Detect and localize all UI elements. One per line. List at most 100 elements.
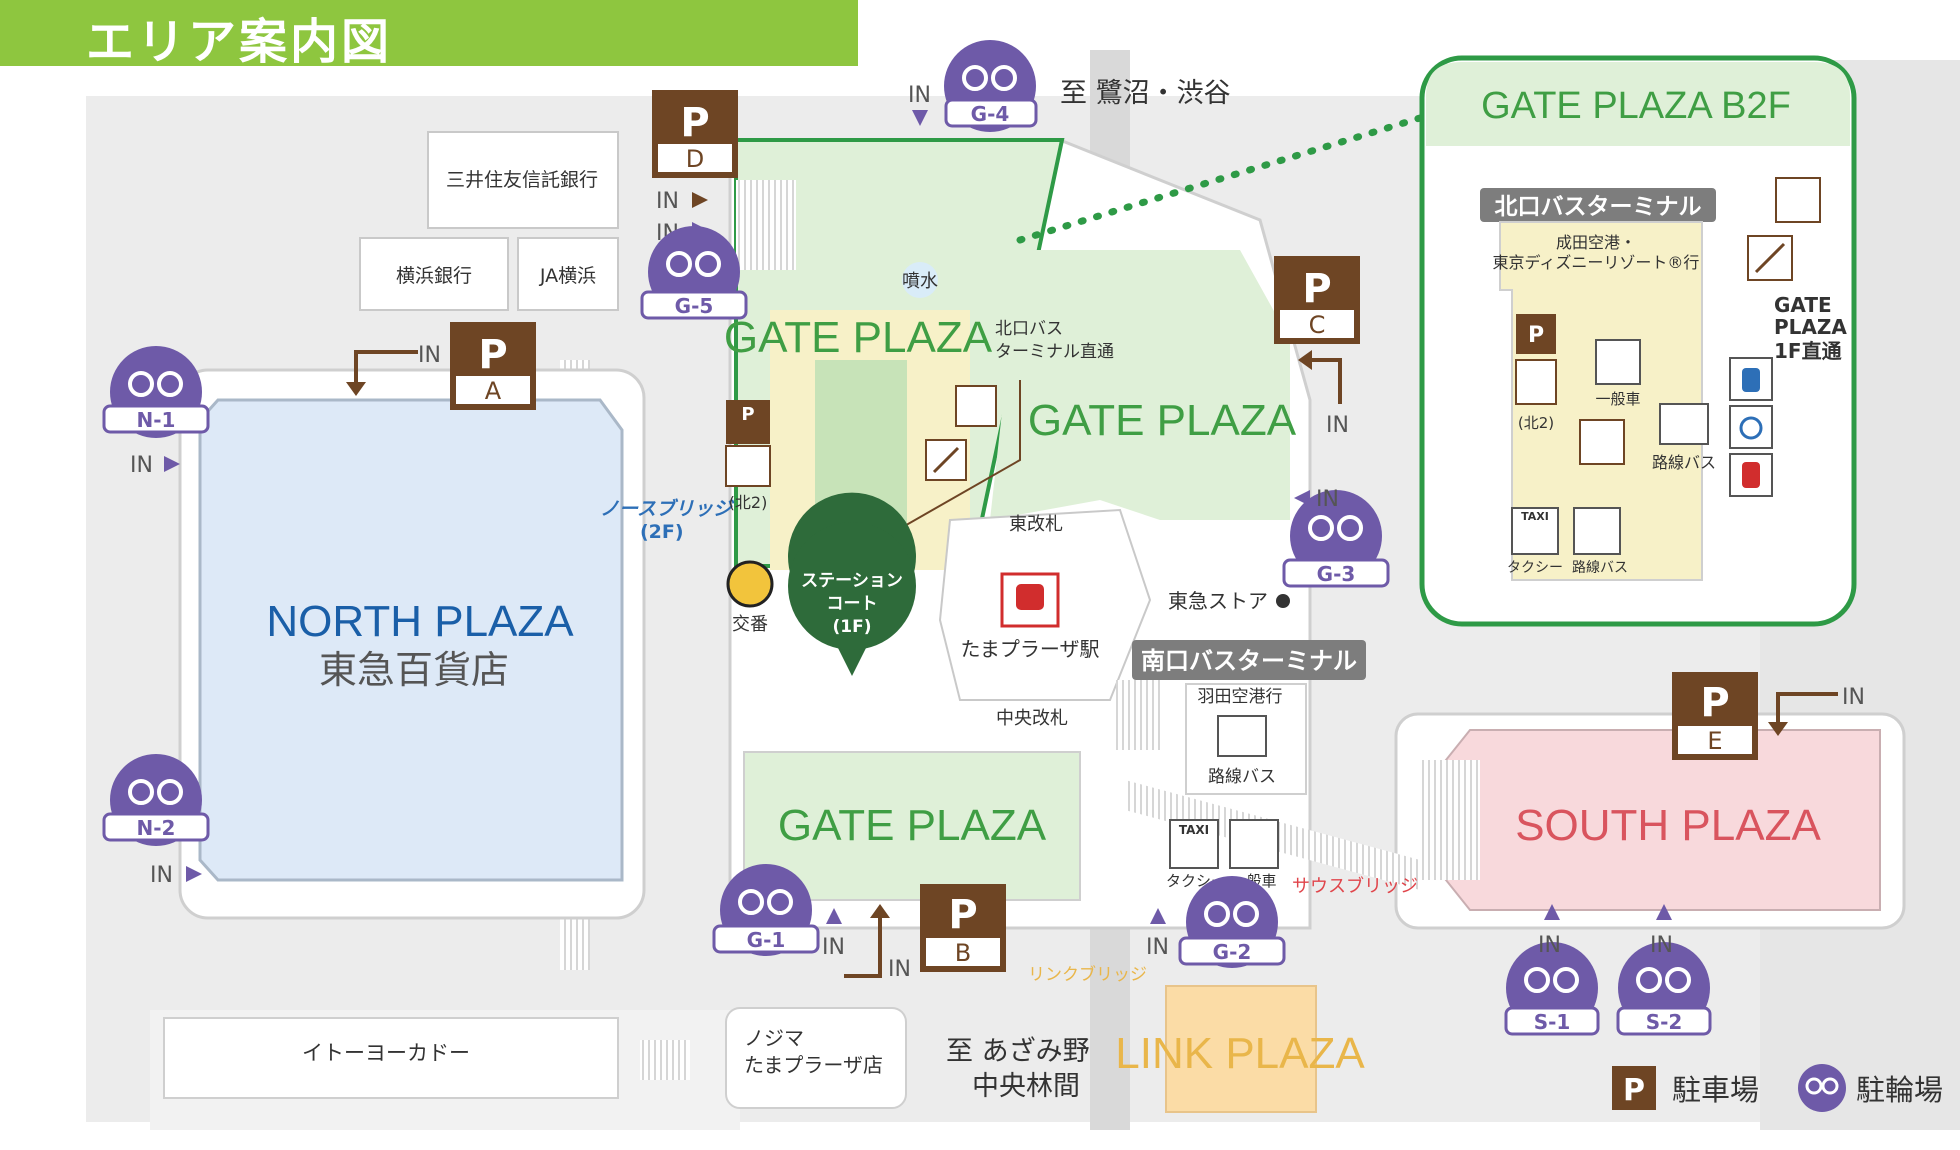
parking-d-letter: P: [680, 100, 709, 146]
bank-buildings: 三井住友信託銀行 横浜銀行 JA横浜: [359, 131, 619, 311]
bicycle-g4-id: G-4: [971, 102, 1010, 126]
north-plaza[interactable]: NORTH PLAZA 東急百貨店: [178, 368, 646, 920]
bicycle-s2-id: S-2: [1646, 1010, 1683, 1034]
station-area: 東改札 たまプラーザ駅 中央改札 東急ストア: [961, 514, 1290, 729]
inset-accessible-icon: [1729, 405, 1773, 449]
elevator-icon: [955, 385, 997, 427]
inset-b2f[interactable]: GATE PLAZA B2F 北口バスターミナル 成田空港・ 東京ディズニーリゾ…: [1419, 55, 1857, 627]
bicycle-s1[interactable]: S-1 IN: [1504, 904, 1600, 1036]
bicycle-n2[interactable]: N-2 IN: [102, 754, 210, 888]
south-plaza[interactable]: SOUTH PLAZA: [1394, 712, 1906, 930]
taxi-car-area: TAXI タクシー 一般車: [1166, 819, 1279, 890]
north-bus-direct-line1: 北口バス: [995, 319, 1063, 339]
gate-plaza-lower-label: GATE PLAZA: [778, 801, 1047, 850]
ja-yokohama-label: JA横浜: [539, 265, 596, 287]
parking-a[interactable]: P A IN: [346, 322, 536, 410]
north-plaza-name-jp: 東急百貨店: [319, 648, 509, 692]
inset-parking-d: [1516, 314, 1556, 354]
central-gate-label: 中央改札: [996, 708, 1068, 729]
inset-dest-2: 東京ディズニーリゾート®行: [1493, 253, 1700, 272]
bicycle-s2[interactable]: S-2 IN: [1616, 904, 1712, 1036]
south-plaza-label: SOUTH PLAZA: [1515, 801, 1821, 850]
station-label: たまプラーザ駅: [961, 637, 1100, 661]
parking-b-letter: P: [948, 892, 977, 938]
parking-c[interactable]: P C IN: [1274, 256, 1360, 438]
inset-taxi-icon: [1511, 507, 1559, 555]
south-bus-terminal[interactable]: 南口バスターミナル 羽田空港行 路線バス: [1132, 640, 1366, 795]
parking-d-in-1: IN: [656, 189, 679, 214]
bicycle-g3[interactable]: G-3 IN: [1282, 487, 1390, 588]
ito-yokado-label: イトーヨーカドー: [302, 1041, 470, 1065]
legend: P 駐車場 駐輪場: [1612, 1064, 1943, 1112]
parking-a-id: A: [485, 377, 502, 405]
fountain-label: 噴水: [902, 271, 938, 292]
north-bridge-label-2: (2F): [640, 521, 684, 543]
bicycle-g4-in: IN: [908, 83, 931, 108]
inset-direct-2: PLAZA: [1774, 315, 1847, 339]
bicycle-g4[interactable]: G-4 IN: [908, 40, 1038, 132]
inset-route-bus2-label: 路線バス: [1572, 560, 1628, 576]
inset-connector: [1016, 114, 1424, 244]
bicycle-g1[interactable]: G-1 IN: [712, 864, 845, 960]
parking-b-in: IN: [888, 957, 911, 982]
inset-elevator2-icon: [1579, 419, 1625, 465]
link-plaza-label: LINK PLAZA: [1115, 1029, 1365, 1078]
parking-d-small-letter: P: [741, 404, 754, 425]
bicycle-signs[interactable]: N-1 IN N-2 IN G-1 IN: [102, 40, 1712, 1036]
inset-car-label: 一般車: [1595, 390, 1640, 408]
bicycle-s2-in: IN: [1650, 933, 1673, 958]
legend-bicycle-label: 駐輪場: [1856, 1073, 1943, 1107]
direction-north: 至 鷺沼・渋谷: [1060, 78, 1231, 109]
direction-south-2: 中央林間: [972, 1071, 1080, 1102]
bicycle-g3-in: IN: [1316, 487, 1339, 512]
route-bus-icon: [1217, 715, 1267, 757]
north-bridge-area: ノースブリッジ (2F) P (北2) 交番: [600, 400, 774, 635]
station-court-line1: ステーション: [801, 571, 903, 591]
parking-e[interactable]: P E IN: [1672, 672, 1865, 760]
link-plaza[interactable]: LINK PLAZA リンクブリッジ: [1028, 964, 1365, 1113]
inset-route-bus-label: 路線バス: [1652, 453, 1716, 472]
parking-e-letter: P: [1700, 680, 1729, 726]
bicycle-g5[interactable]: G-5: [640, 226, 748, 320]
bicycle-g2-id: G-2: [1213, 940, 1252, 964]
parking-d[interactable]: P D IN IN: [652, 90, 738, 246]
inset-bus2-icon: [1573, 507, 1621, 555]
parking-e-id: E: [1707, 727, 1722, 755]
inset-taxi-label: タクシー: [1507, 560, 1563, 576]
kita2-label: (北2): [729, 493, 768, 512]
station-court-line2: コート: [827, 594, 878, 614]
bicycle-g5-id: G-5: [675, 294, 714, 318]
parking-signs[interactable]: P A IN P B IN P C IN: [346, 90, 1865, 982]
inset-title: GATE PLAZA B2F: [1481, 85, 1791, 127]
taxi-icon: [1169, 819, 1219, 869]
car-icon: [1229, 819, 1279, 869]
parking-c-letter: P: [1302, 266, 1331, 312]
koban-label: 交番: [732, 614, 768, 635]
legend-parking-label: 駐車場: [1672, 1073, 1759, 1107]
parking-c-id: C: [1309, 311, 1326, 339]
parking-c-in: IN: [1326, 413, 1349, 438]
station-court-marker[interactable]: ステーション コート (1F): [787, 492, 916, 676]
bicycle-n1[interactable]: N-1 IN: [102, 346, 210, 478]
parking-d-id: D: [686, 145, 704, 173]
legend-parking-letter: P: [1623, 1073, 1645, 1108]
legend-parking-icon: [1612, 1066, 1656, 1110]
inset-direct-1: GATE: [1774, 293, 1832, 317]
bicycle-g2[interactable]: G-2 IN: [1146, 876, 1286, 968]
bicycle-n1-in: IN: [130, 453, 153, 478]
parking-b-id: B: [955, 939, 971, 967]
north-bus-direct-line2: ターミナル直通: [995, 342, 1114, 362]
bicycle-s1-id: S-1: [1534, 1010, 1571, 1034]
inset-taxi-sign: TAXI: [1521, 510, 1549, 523]
nojima-label-2: たまプラーザ店: [744, 1053, 883, 1077]
inset-elevator-icon: [1775, 177, 1821, 223]
map-title: エリア案内図: [86, 14, 393, 70]
parking-b[interactable]: P B IN: [844, 884, 1006, 982]
police-icon: [726, 560, 774, 608]
bicycle-g2-in: IN: [1146, 935, 1169, 960]
stairs-icon: [725, 445, 771, 487]
inset-kita2-label: (北2): [1518, 414, 1554, 432]
bicycle-n2-in: IN: [150, 863, 173, 888]
inset-car-icon: [1595, 339, 1641, 385]
